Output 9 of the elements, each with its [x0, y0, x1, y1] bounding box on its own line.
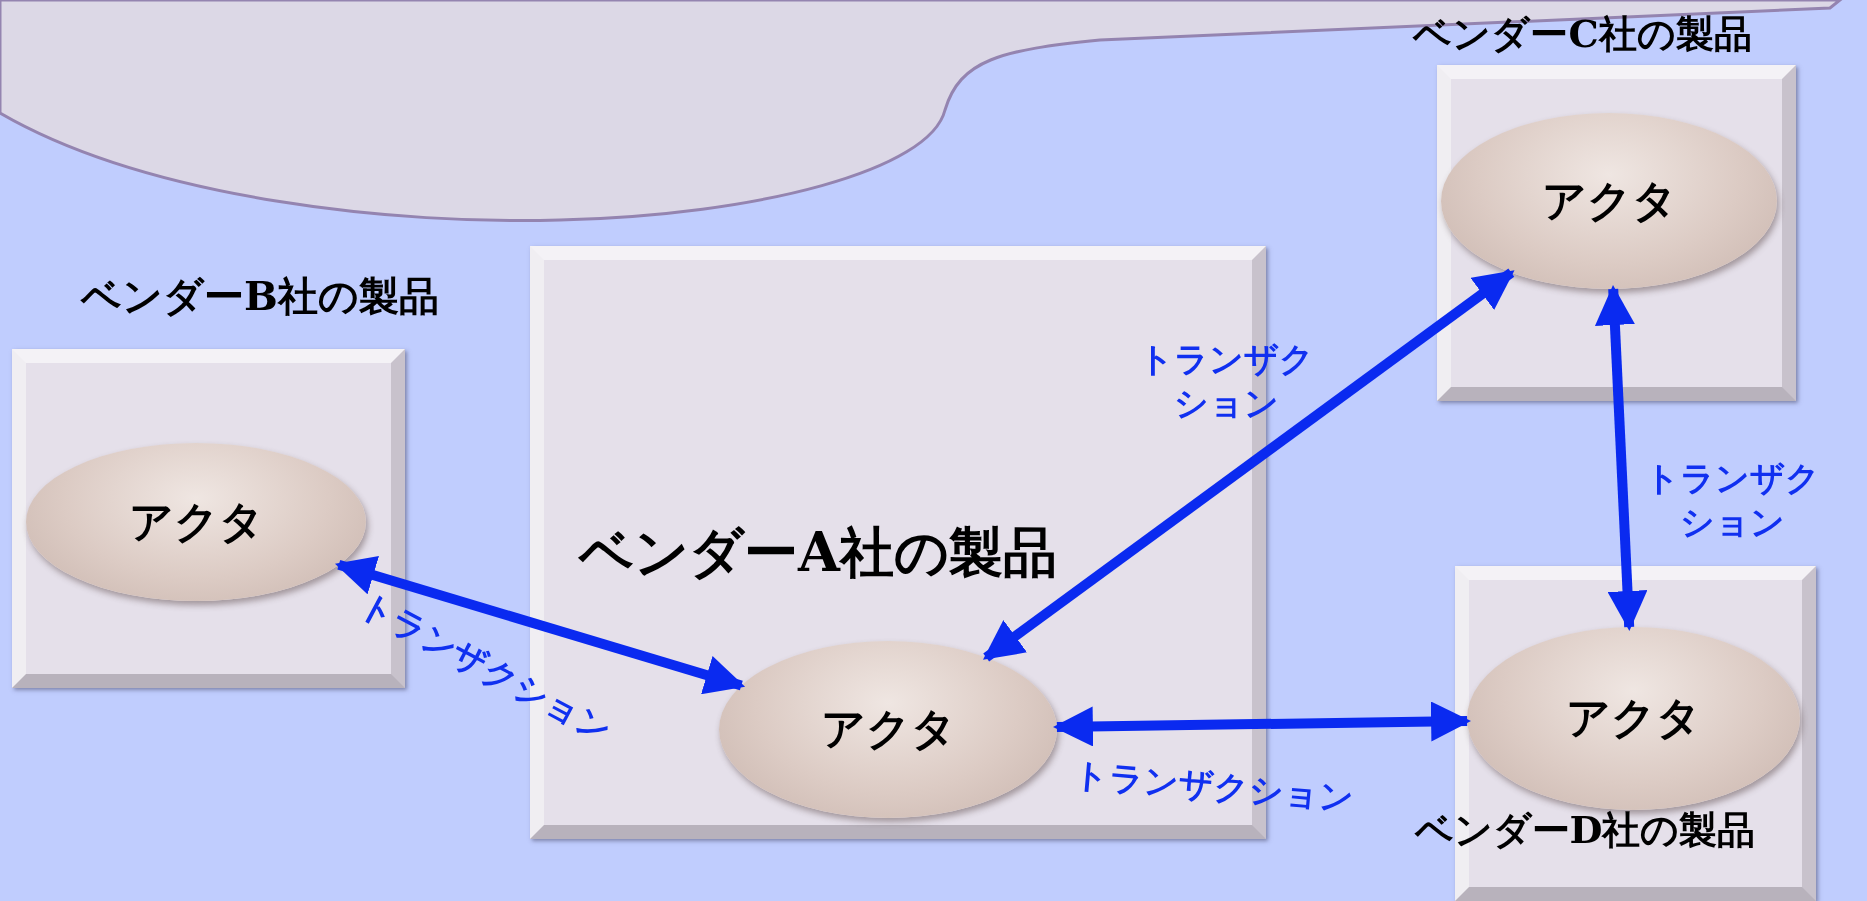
edge-label: トランザクション — [1071, 752, 1357, 821]
double-arrow — [1052, 701, 1472, 747]
product-heading: ベンダーB社の製品 — [79, 272, 440, 320]
double-arrow — [1594, 285, 1648, 631]
edge-label: トランザクション — [1643, 457, 1821, 544]
double-arrow — [334, 556, 746, 695]
double-arrow — [982, 268, 1515, 662]
edge-label: トランザクション — [1137, 338, 1315, 425]
product-heading: ベンダーC社の製品 — [1411, 12, 1753, 56]
